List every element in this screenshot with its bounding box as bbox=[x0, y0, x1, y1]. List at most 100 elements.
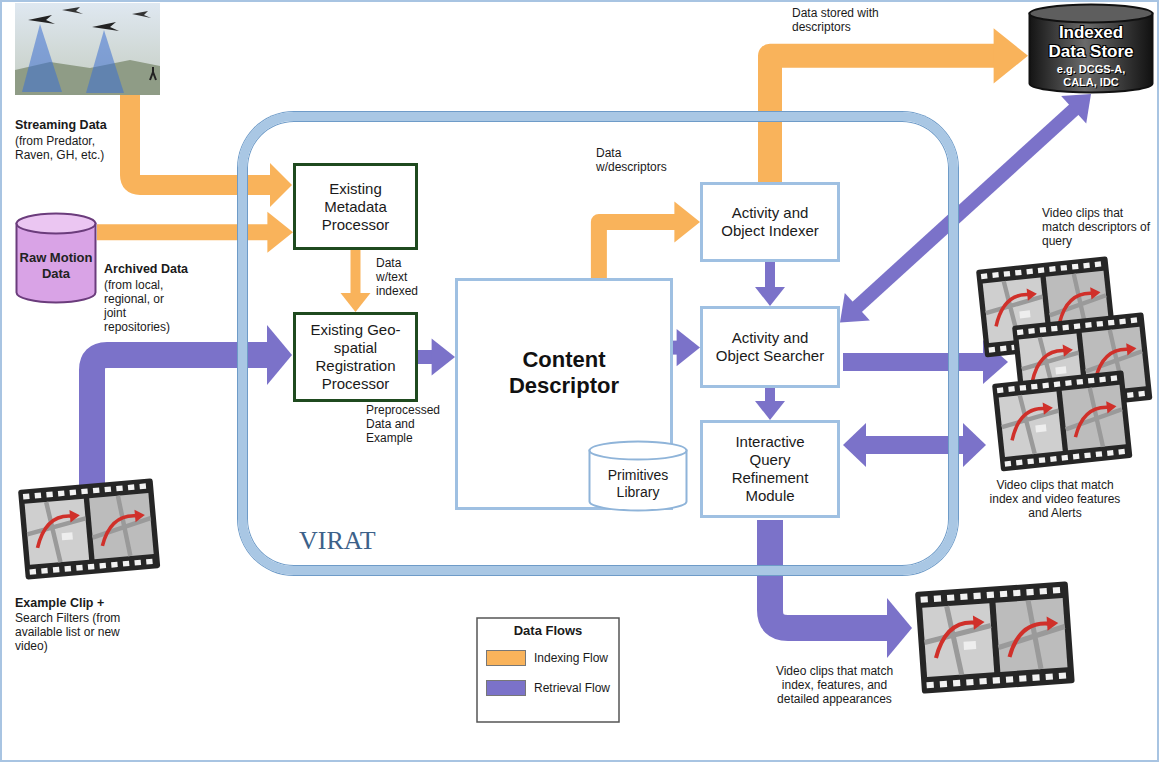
annotation-label: Data stored with descriptors bbox=[792, 6, 902, 34]
annotation-label: Data w/text indexed bbox=[376, 256, 432, 298]
cylinder-top bbox=[590, 442, 687, 460]
process-label: Activity and Object Indexer bbox=[713, 204, 827, 240]
annotation-label: Video clips that match index and video f… bbox=[985, 478, 1125, 520]
retrieval-arrow-head bbox=[887, 598, 912, 658]
process-box: Interactive Query Refinement Module bbox=[700, 420, 840, 518]
indexing-arrow-shaft bbox=[130, 80, 271, 185]
data-store-cylinder: Indexed Data Storee.g. DCGS-A, CALA, IDC bbox=[1028, 3, 1154, 94]
retrieval-arrow bbox=[755, 262, 785, 306]
annotation-label: (from Predator, Raven, GH, etc.) bbox=[15, 134, 117, 162]
annotation-label: Video clips that match index and video f… bbox=[985, 478, 1125, 520]
legend-row: Indexing Flow bbox=[486, 650, 608, 666]
system-boundary: VIRATExisting Metadata ProcessorExisting… bbox=[238, 112, 958, 575]
process-box: Activity and Object Searcher bbox=[700, 306, 840, 388]
retrieval-arrow-head bbox=[963, 423, 986, 467]
content-descriptor-box: Content DescriptorPrimitives Library bbox=[455, 278, 673, 510]
process-label: Existing Geo-spatial Registration Proces… bbox=[304, 321, 407, 393]
connector-shaft bbox=[351, 250, 361, 294]
annotation-label: Data stored with descriptors bbox=[792, 6, 902, 34]
connector-shaft bbox=[418, 350, 433, 364]
sky bbox=[15, 3, 160, 95]
retrieval-arrow bbox=[418, 338, 455, 375]
library-cylinder: Primitives Library bbox=[588, 440, 688, 512]
aircraft bbox=[92, 22, 119, 31]
annotation-label: Example Clip + bbox=[15, 596, 155, 610]
legend-swatch bbox=[486, 650, 526, 666]
cylinder-body bbox=[1030, 14, 1153, 93]
process-box: Existing Geo-spatial Registration Proces… bbox=[293, 312, 418, 402]
annotation-label: Archived Data bbox=[104, 262, 204, 276]
cylinder-top bbox=[1030, 5, 1153, 23]
surveillance-scene bbox=[15, 3, 160, 95]
sensor-cone bbox=[86, 30, 124, 93]
annotation-label: Video clips that match index, features, … bbox=[762, 664, 907, 706]
process-label: Content Descriptor bbox=[488, 347, 640, 399]
legend-swatch bbox=[486, 680, 526, 696]
aircraft bbox=[28, 15, 55, 24]
cylinder-top bbox=[17, 214, 96, 234]
annotation-label: Video clips that match index, features, … bbox=[762, 664, 907, 706]
person bbox=[150, 67, 156, 80]
aircraft bbox=[132, 11, 151, 18]
aircraft bbox=[62, 7, 83, 14]
annotation-label: (from local, regional, or joint reposito… bbox=[104, 278, 182, 334]
process-label: Existing Metadata Processor bbox=[304, 180, 407, 234]
retrieval-arrow-shaft bbox=[843, 353, 984, 371]
retrieval-arrow bbox=[755, 388, 785, 420]
indexing-arrow-head bbox=[270, 163, 292, 207]
retrieval-arrow-head bbox=[843, 423, 866, 467]
annotation-label: Search Filters (from available list or n… bbox=[15, 611, 127, 653]
connector-shaft bbox=[765, 388, 775, 402]
indexing-arrow bbox=[97, 212, 293, 253]
process-label: Activity and Object Searcher bbox=[713, 329, 827, 365]
connector-shaft bbox=[599, 222, 676, 278]
store-label: Primitives Library bbox=[594, 467, 682, 501]
legend-row: Retrieval Flow bbox=[486, 680, 610, 696]
process-box: Existing Metadata Processor bbox=[293, 163, 418, 250]
annotation-label: Video clips that match descriptors of qu… bbox=[1042, 206, 1154, 248]
indexing-arrow bbox=[770, 28, 1028, 182]
connector-shaft bbox=[857, 109, 1075, 307]
legend-title: Data Flows bbox=[477, 624, 619, 638]
retrieval-arrow bbox=[673, 329, 700, 366]
result-clip bbox=[992, 370, 1132, 471]
legend-text: Indexing Flow bbox=[534, 651, 608, 665]
annotation-label: Search Filters (from available list or n… bbox=[15, 611, 127, 653]
connector-shaft bbox=[765, 262, 775, 288]
detailed-results-arrow bbox=[770, 520, 912, 658]
arrow-head bbox=[840, 293, 870, 323]
annotation-label: Streaming Data bbox=[15, 118, 123, 132]
legend-title: Data Flows bbox=[477, 624, 619, 638]
refinement-feedback-arrow bbox=[843, 423, 986, 467]
annotation-label: Data w/descriptors bbox=[596, 146, 691, 174]
cylinder-body bbox=[17, 224, 96, 303]
annotation-label: Data w/descriptors bbox=[596, 146, 691, 174]
annotation-label: Streaming Data bbox=[15, 118, 123, 132]
annotation-label: Preprocessed Data and Example bbox=[366, 403, 452, 445]
arrow-head bbox=[674, 202, 700, 243]
arrow-head bbox=[755, 287, 785, 306]
legend-box bbox=[477, 618, 619, 722]
arrow-head bbox=[677, 329, 700, 366]
annotation-label: Preprocessed Data and Example bbox=[366, 403, 452, 445]
store-label: Indexed Data Store bbox=[1042, 23, 1140, 61]
data-store-cylinder: Raw Motion Data bbox=[15, 212, 97, 304]
example-clip bbox=[18, 478, 160, 579]
arrow-head bbox=[267, 212, 293, 253]
indexing-arrow bbox=[341, 250, 371, 312]
indexing-arrow bbox=[599, 202, 700, 278]
arrow-head bbox=[755, 401, 785, 420]
arrow-head bbox=[1061, 94, 1091, 124]
retrieval-arrow-head bbox=[267, 325, 292, 385]
annotation-label: (from local, regional, or joint reposito… bbox=[104, 278, 182, 334]
result-clip bbox=[915, 581, 1075, 693]
arrow-head bbox=[432, 338, 455, 375]
results-arrow bbox=[843, 340, 1008, 384]
arrow-head bbox=[994, 28, 1028, 83]
annotation-label: (from Predator, Raven, GH, etc.) bbox=[15, 134, 117, 162]
process-box: Activity and Object Indexer bbox=[700, 182, 840, 262]
streaming-arrow bbox=[130, 80, 292, 207]
annotation-label: Video clips that match descriptors of qu… bbox=[1042, 206, 1154, 248]
